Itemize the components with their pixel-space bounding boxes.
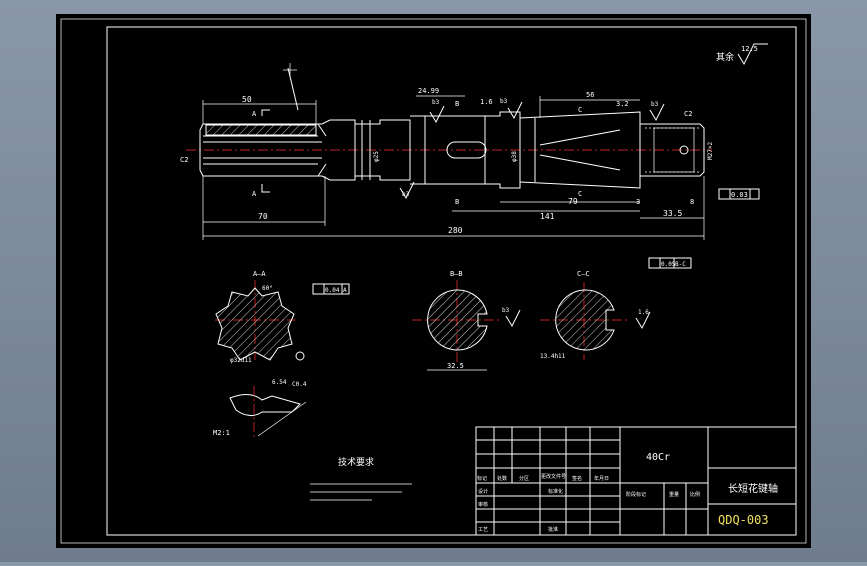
tolerance-value-1: 0.03 [731,191,748,199]
dim-38: φ38 [511,151,518,162]
section-markers: A A B B C C [252,100,582,206]
inner-border [106,26,797,536]
svg-text:工艺: 工艺 [478,527,488,533]
svg-text:更改文件号: 更改文件号 [541,473,566,480]
dim-24-99: 24.99 [418,87,439,95]
outer-border [60,18,807,544]
dim-8: 8 [690,198,694,206]
roughness-note-label: 其余 [716,51,734,63]
svg-text:b3: b3 [432,99,440,106]
material-label: 40Cr [646,452,670,463]
drawing-sheet [56,14,811,548]
dim-6-54: 6.54 [272,379,287,386]
dim-3: 3 [636,198,640,206]
svg-text:b3: b3 [502,307,510,314]
tolerance-datum-bc: B-C [675,261,686,268]
section-cc: C—C 13.4h11 1.6 0.05 B-C [540,257,692,360]
tolerance-datum-a: A [343,287,347,294]
roughness-1-6: 1.6 [480,98,493,106]
svg-text:阶段标记: 阶段标记 [626,491,646,498]
svg-text:年月日: 年月日 [594,475,609,482]
section-cc-title: C—C [577,270,590,278]
roughness-note-symbol [737,43,768,66]
middle-shaft [355,119,411,181]
tolerance-value-2: 0.04 [325,287,340,294]
detail-scale-label: M2:1 [213,429,230,437]
svg-text:审核: 审核 [478,501,488,508]
main-shaft-view [186,111,712,189]
part-name: 长短花键轴 [728,482,778,495]
angle-60: 60° [262,285,273,292]
tolerance-value-3: 0.05 [661,261,676,268]
right-spline-section [519,111,641,189]
roughness-3-2: 3.2 [616,100,629,108]
dim-70: 70 [258,212,268,221]
section-marker-a-top: A [252,110,257,118]
detail-profile [229,394,301,416]
svg-text:设计: 设计 [478,488,488,495]
svg-text:标准化: 标准化 [548,488,563,495]
section-marker-b-top: B [455,100,459,108]
svg-text:签名: 签名 [572,475,582,482]
section-bb: B—B 32.5 b3 [412,270,521,371]
dim-m27: M27×2 [707,142,714,160]
end-thread [640,123,705,177]
section-aa-title: A—A [253,270,266,278]
svg-text:处数: 处数 [497,475,507,482]
section-aa: A—A 60° φ32d11 0.04 A [215,270,350,364]
dim-56: 56 [586,91,594,99]
svg-text:重量: 重量 [669,491,679,498]
dim-c0-4: C0.4 [292,381,307,388]
section-marker-c-bottom: C [578,190,582,198]
roughness-note-value: 12.5 [741,45,758,53]
svg-text:b3: b3 [651,101,659,108]
dim-50-left: 50 [242,95,252,104]
tolerance-frame-main: 0.03 [718,188,760,200]
svg-text:分区: 分区 [519,475,529,482]
spline-section-aa [215,287,295,361]
detail-view: 6.54 C0.4 M2:1 [213,379,307,440]
section-bb-title: B—B [450,270,463,278]
dim-13-4: 13.4h11 [540,353,566,360]
shaft-step-38 [410,111,521,189]
dim-33-5: 33.5 [663,209,682,218]
section-marker-a-bottom: A [252,190,257,198]
tech-req-title: 技术要求 [338,456,374,468]
svg-text:标记: 标记 [477,475,487,482]
svg-text:1.6: 1.6 [638,309,649,316]
chamfer-c2-right: C2 [684,110,692,118]
drawing-number: QDQ-003 [718,513,769,527]
section-marker-b-bottom: B [455,198,459,206]
svg-text:比例: 比例 [690,491,700,498]
roughness-symbols: b3 b3 b3 b3 [283,63,665,200]
dim-280: 280 [448,226,463,235]
main-dimensions: 50 24.99 56 70 141 79 3 33.5 8 280 C2 C2… [180,87,714,240]
section-marker-c-top: C [578,106,582,114]
title-block: 标记 处数 分区 更改文件号 签名 年月日 设计 审核 工艺 标准化 批准 阶段… [475,426,797,536]
svg-text:批准: 批准 [548,526,558,533]
keyway-slot [446,141,487,159]
dim-79: 79 [568,197,578,206]
svg-text:b3: b3 [402,191,410,198]
dim-32-5: 32.5 [447,362,464,370]
dim-32d11: φ32d11 [230,357,252,364]
chamfer-c2-left: C2 [180,156,188,164]
shaft-section-bb [427,289,488,351]
tech-requirements: 技术要求 [310,456,412,501]
shaft-section-cc [555,289,615,351]
dim-25: φ25 [373,151,380,162]
spline-hatch [205,124,317,136]
dim-141: 141 [540,212,555,221]
svg-text:b3: b3 [500,98,508,105]
left-spline-outline [199,119,356,181]
